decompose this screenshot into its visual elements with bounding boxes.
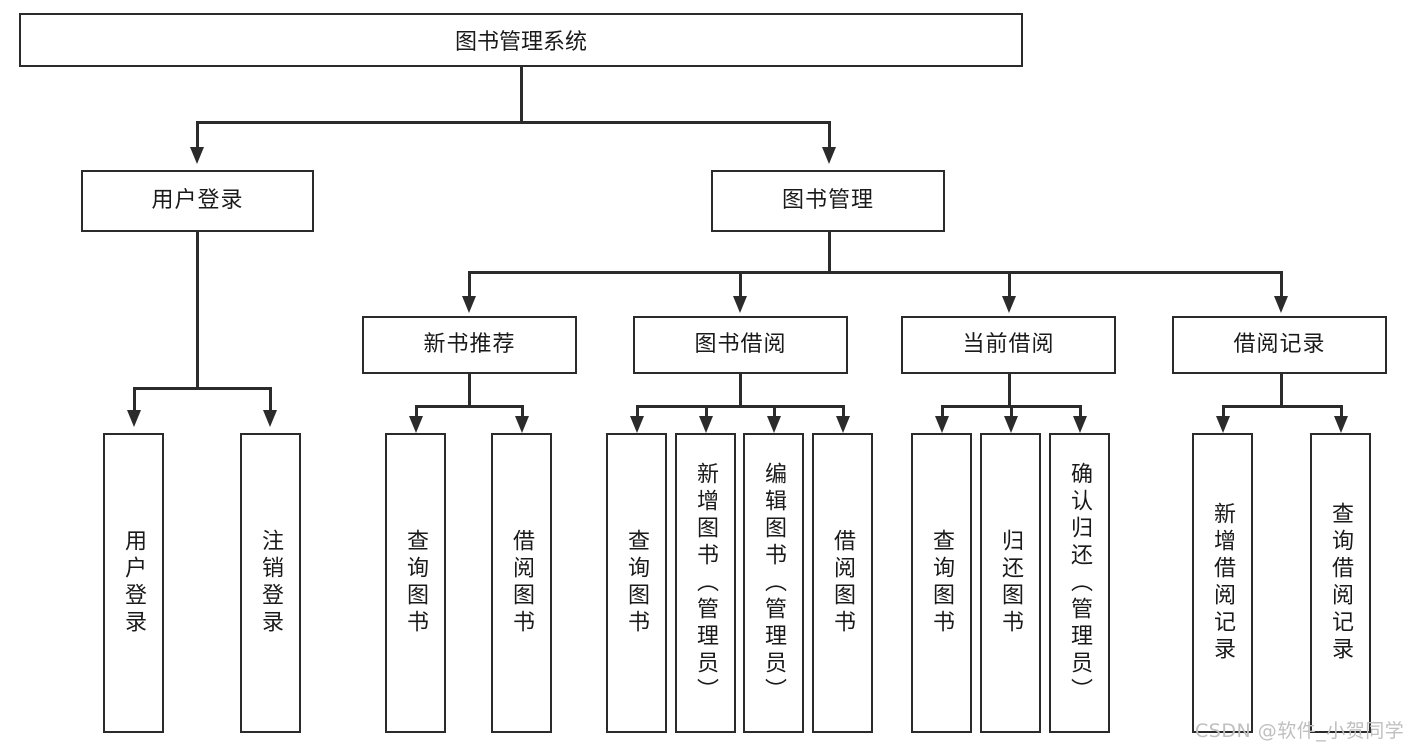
- connector-book-manage-bar: [468, 271, 1282, 274]
- node-label: 借阅图书: [830, 529, 856, 637]
- node-label: 查询借阅记录: [1328, 502, 1354, 664]
- connector-borrow-record-bar: [1222, 405, 1340, 408]
- node-leaf-user-login[interactable]: 用户登录: [103, 433, 164, 733]
- connector-borrow-record-drop-2: [1340, 405, 1343, 419]
- connector-borrow-record-drop-1: [1222, 405, 1225, 419]
- node-label: 新增图书（管理员）: [693, 461, 719, 705]
- connector-book-borrow-drop-1: [636, 405, 639, 419]
- connector-to-user-login: [196, 121, 199, 149]
- node-label: 归还图书: [998, 529, 1024, 637]
- connector-current-borrow-drop-3: [1079, 405, 1082, 419]
- arrow-leaf-borrow-book-2: [836, 416, 850, 433]
- arrow-to-current-borrow: [1002, 296, 1016, 313]
- node-book-manage[interactable]: 图书管理: [711, 170, 945, 232]
- node-label: 图书管理: [781, 187, 874, 213]
- arrow-to-book-manage: [822, 147, 836, 164]
- node-label: 借阅记录: [1233, 331, 1326, 357]
- node-user-login[interactable]: 用户登录: [81, 170, 314, 232]
- node-new-book-recommend[interactable]: 新书推荐: [362, 316, 577, 374]
- node-leaf-borrow-book-2[interactable]: 借阅图书: [812, 433, 873, 733]
- arrow-leaf-edit-book: [767, 416, 781, 433]
- node-label: 确认归还（管理员）: [1067, 461, 1093, 705]
- connector-to-book-manage: [828, 121, 831, 149]
- connector-to-new-book: [468, 271, 471, 299]
- arrow-leaf-query-book-1: [409, 416, 423, 433]
- arrow-leaf-add-record: [1216, 416, 1230, 433]
- connector-book-manage-stem: [828, 232, 831, 271]
- arrow-leaf-logout: [263, 410, 277, 427]
- node-leaf-add-record[interactable]: 新增借阅记录: [1192, 433, 1253, 733]
- connector-current-borrow-drop-1: [941, 405, 944, 419]
- connector-user-login-stem: [196, 232, 199, 387]
- arrow-leaf-confirm-return: [1073, 416, 1087, 433]
- node-leaf-query-record[interactable]: 查询借阅记录: [1310, 433, 1371, 733]
- connector-to-borrow-record: [1280, 271, 1283, 299]
- node-label: 新增借阅记录: [1210, 502, 1236, 664]
- arrow-leaf-query-book-2: [630, 416, 644, 433]
- connector-current-borrow-drop-2: [1010, 405, 1013, 419]
- arrow-leaf-query-record: [1334, 416, 1348, 433]
- node-leaf-query-book-3[interactable]: 查询图书: [911, 433, 972, 733]
- node-label: 查询图书: [403, 529, 429, 637]
- node-label: 图书管理系统: [454, 30, 587, 55]
- arrow-leaf-borrow-book-1: [515, 416, 529, 433]
- node-leaf-return-book[interactable]: 归还图书: [980, 433, 1041, 733]
- connector-to-current-borrow: [1008, 271, 1011, 299]
- connector-book-borrow-drop-2: [705, 405, 708, 419]
- node-leaf-add-book[interactable]: 新增图书（管理员）: [675, 433, 736, 733]
- connector-book-borrow-drop-3: [773, 405, 776, 419]
- node-current-borrow[interactable]: 当前借阅: [901, 316, 1116, 374]
- node-leaf-borrow-book-1[interactable]: 借阅图书: [491, 433, 552, 733]
- node-leaf-confirm-return[interactable]: 确认归还（管理员）: [1049, 433, 1110, 733]
- node-label: 新书推荐: [423, 331, 516, 357]
- node-label: 编辑图书（管理员）: [761, 461, 787, 705]
- connector-root-bar: [196, 121, 830, 124]
- connector-user-login-bar: [133, 387, 271, 390]
- node-leaf-edit-book[interactable]: 编辑图书（管理员）: [743, 433, 804, 733]
- connector-user-login-drop-1: [133, 387, 136, 412]
- node-leaf-logout[interactable]: 注销登录: [240, 433, 301, 733]
- arrow-leaf-return-book: [1004, 416, 1018, 433]
- arrow-to-user-login: [190, 147, 204, 164]
- node-book-borrow[interactable]: 图书借阅: [633, 316, 848, 374]
- connector-new-book-stem: [468, 374, 471, 405]
- connector-book-borrow-drop-4: [842, 405, 845, 419]
- connector-book-borrow-bar: [636, 405, 844, 408]
- arrow-to-new-book: [462, 296, 476, 313]
- node-label: 用户登录: [151, 187, 244, 213]
- arrow-leaf-query-book-3: [935, 416, 949, 433]
- node-label: 用户登录: [121, 529, 147, 637]
- connector-root-stem: [520, 67, 523, 121]
- node-label: 注销登录: [258, 529, 284, 637]
- node-label: 查询图书: [929, 529, 955, 637]
- node-borrow-record[interactable]: 借阅记录: [1172, 316, 1387, 374]
- node-root-system[interactable]: 图书管理系统: [19, 13, 1023, 67]
- arrow-leaf-user-login: [127, 410, 141, 427]
- connector-user-login-drop-2: [269, 387, 272, 412]
- arrow-to-book-borrow: [733, 296, 747, 313]
- connector-new-book-bar: [415, 405, 521, 408]
- node-label: 查询图书: [624, 529, 650, 637]
- node-label: 当前借阅: [962, 331, 1055, 357]
- connector-new-book-drop-1: [415, 405, 418, 419]
- connector-borrow-record-stem: [1280, 374, 1283, 405]
- connector-to-book-borrow: [739, 271, 742, 299]
- node-leaf-query-book-2[interactable]: 查询图书: [606, 433, 667, 733]
- node-label: 借阅图书: [509, 529, 535, 637]
- connector-current-borrow-stem: [1008, 374, 1011, 405]
- arrow-to-borrow-record: [1274, 296, 1288, 313]
- arrow-leaf-add-book: [699, 416, 713, 433]
- node-leaf-query-book-1[interactable]: 查询图书: [385, 433, 446, 733]
- connector-book-borrow-stem: [739, 374, 742, 405]
- connector-new-book-drop-2: [521, 405, 524, 419]
- node-label: 图书借阅: [694, 331, 787, 357]
